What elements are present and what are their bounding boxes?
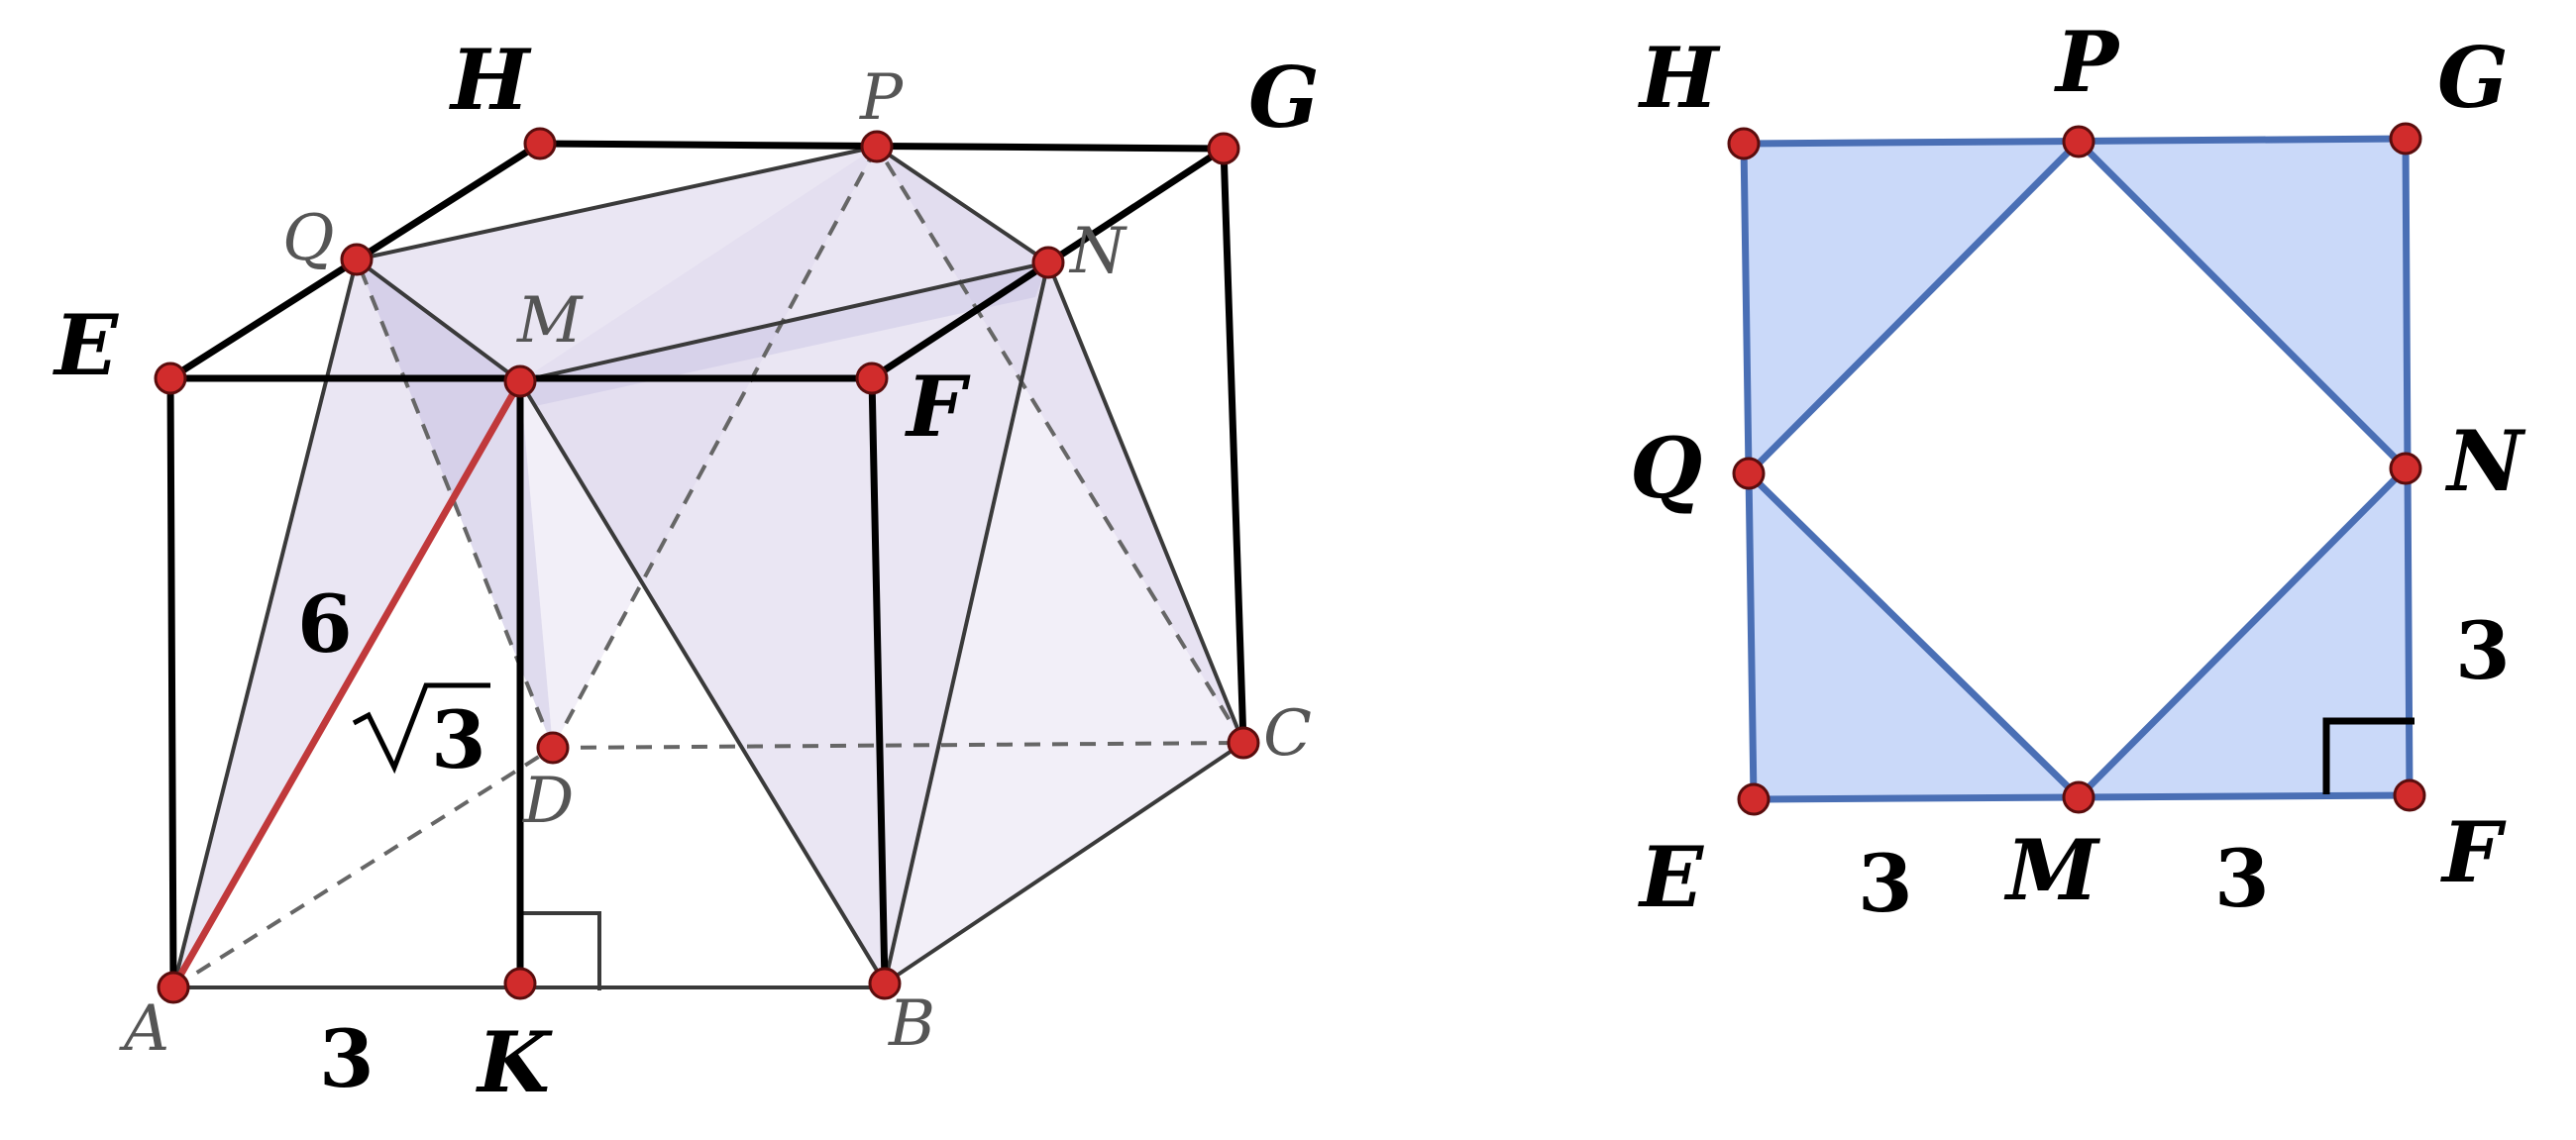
point-n	[1031, 246, 1065, 279]
point-a	[157, 971, 190, 1004]
edge-q-p	[356, 145, 878, 261]
label-g-2d: G	[2437, 29, 2509, 127]
label-c: C	[1263, 697, 1312, 771]
point-q-2d	[1732, 457, 1766, 490]
right-angle-mark-f	[2322, 717, 2415, 794]
measure-mk-sqrt: 3	[352, 682, 490, 786]
edge-c-p	[875, 145, 1245, 745]
measure-am: 6	[297, 577, 353, 671]
point-p	[860, 130, 894, 163]
edge-b-c	[883, 741, 1245, 985]
point-d	[536, 731, 570, 765]
label-g: G	[1248, 49, 1320, 147]
label-n: N	[1068, 215, 1127, 288]
edge-p-n-2d	[2076, 139, 2409, 471]
vertex-labels-3d: H P G Q N E M F D C A K B	[53, 31, 1320, 1111]
shaded-faces	[173, 147, 1243, 987]
face-m-n-shade	[520, 262, 1048, 406]
point-p-2d	[2062, 125, 2095, 158]
point-q	[340, 243, 374, 276]
edge-b-n	[883, 261, 1050, 985]
label-f: F	[905, 358, 971, 456]
label-m-2d: M	[2003, 821, 2101, 919]
measure-em: 3	[1858, 837, 1913, 930]
right-angle-mark-k	[520, 911, 601, 990]
point-g	[1207, 132, 1240, 165]
edge-m-n	[519, 260, 1049, 383]
edge-a-d	[171, 746, 555, 989]
measure-mf: 3	[2214, 832, 2270, 925]
point-e	[154, 362, 187, 395]
point-n-2d	[2389, 452, 2422, 485]
sqrt-radical-icon	[352, 682, 490, 775]
edge-d-p	[551, 146, 879, 749]
point-g-2d	[2389, 122, 2422, 155]
label-p-2d: P	[2054, 13, 2121, 111]
label-q: Q	[282, 202, 334, 275]
label-a: A	[119, 992, 169, 1066]
label-d: D	[522, 765, 574, 838]
edge-p-n	[875, 145, 1050, 264]
measure-mk-radicand: 3	[431, 693, 486, 786]
face-b-m-n	[520, 262, 1048, 984]
vertex-labels-2d: H P G Q N E M F	[1630, 13, 2526, 926]
point-b	[868, 967, 902, 1000]
edge-n-m-2d	[2076, 466, 2409, 800]
edge-f-b	[868, 374, 889, 987]
label-p: P	[859, 61, 904, 135]
measurements-2d: 3 3 3	[1858, 604, 2511, 930]
edge-g-c	[1220, 145, 1247, 747]
label-q-2d: Q	[1630, 419, 1702, 517]
point-m-2d	[2062, 780, 2095, 814]
edge-n-c	[1046, 261, 1245, 744]
edge-m-b	[518, 379, 887, 985]
point-h	[523, 127, 557, 160]
edge-q-p-2d	[1746, 139, 2082, 476]
label-h-2d: H	[1638, 29, 1721, 127]
label-b: B	[888, 987, 935, 1061]
vertex-points-2d	[1727, 122, 2426, 816]
face-q-p-n-m	[357, 147, 1048, 381]
edge-m-q-2d	[1746, 470, 2082, 800]
label-m: M	[516, 284, 584, 358]
label-h: H	[449, 31, 532, 129]
face-b-n-c	[885, 262, 1243, 984]
point-e-2d	[1737, 782, 1771, 816]
edge-e-a	[166, 374, 177, 991]
label-e-2d: E	[1638, 828, 1704, 926]
figure-2d: H P G Q N E M F 3 3 3	[1630, 13, 2526, 930]
label-n-2d: N	[2444, 412, 2526, 510]
point-k	[503, 967, 537, 1000]
label-e: E	[53, 296, 119, 394]
point-f-2d	[2393, 778, 2426, 812]
point-f	[855, 362, 889, 395]
measure-fn: 3	[2455, 604, 2511, 697]
figure-3d: H P G Q N E M F D C A K B 6 3 3	[53, 31, 1320, 1111]
point-h-2d	[1727, 127, 1761, 160]
edge-q-m	[355, 258, 522, 383]
label-k: K	[476, 1013, 553, 1111]
edge-d-c	[552, 741, 1244, 750]
measurements-3d: 6 3 3	[297, 577, 490, 1105]
edge-a-m-highlight	[169, 377, 524, 991]
point-m	[503, 364, 537, 398]
point-c	[1227, 726, 1260, 760]
face-d-p-m	[520, 147, 877, 748]
vertex-points-3d	[154, 127, 1260, 1004]
label-f-2d: F	[2440, 803, 2507, 901]
measure-ak: 3	[319, 1012, 375, 1105]
